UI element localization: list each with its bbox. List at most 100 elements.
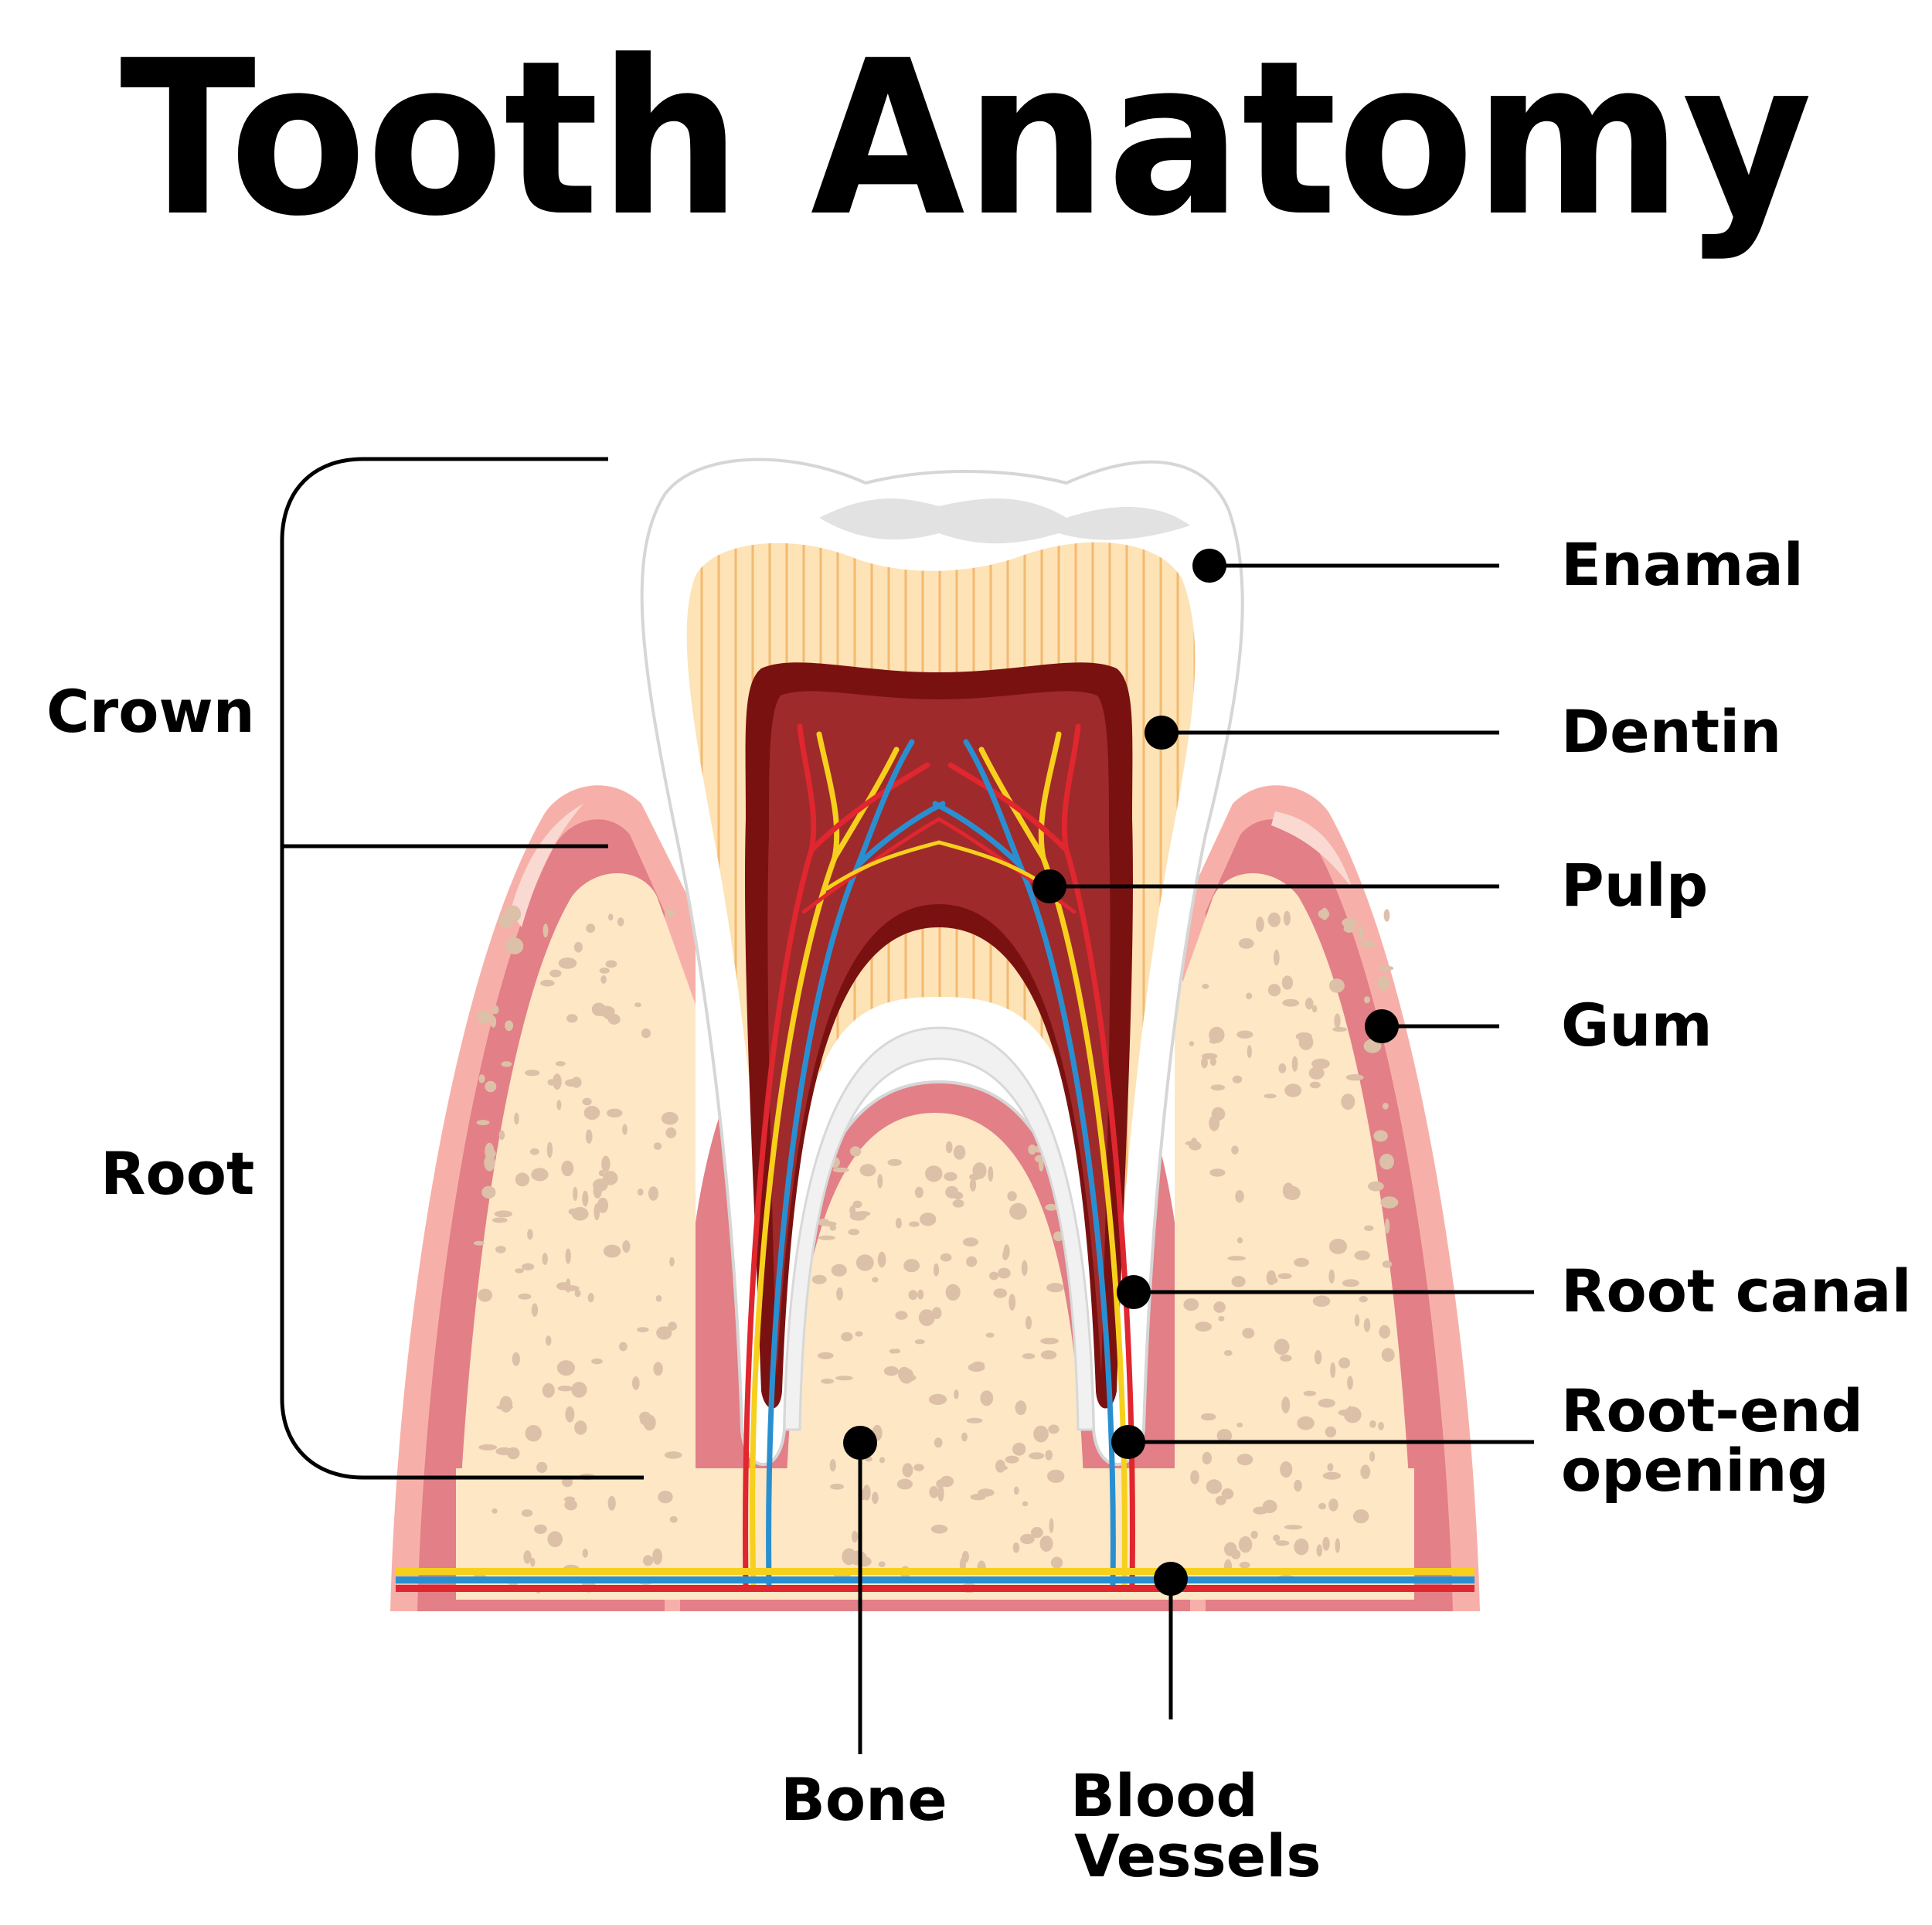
bone-pore (542, 1253, 548, 1265)
bone-pore (476, 1120, 490, 1126)
bone-pore (1201, 1413, 1216, 1421)
bone-pore (485, 1142, 495, 1160)
bone-pore (598, 1170, 605, 1177)
bone-pore (1273, 1534, 1281, 1542)
bone-pore (481, 1185, 496, 1199)
bone-pore (547, 1079, 556, 1086)
bone-pore (495, 1246, 506, 1253)
bone-pore (909, 1221, 920, 1227)
bone-pore (980, 1390, 994, 1406)
callout-dot (1145, 716, 1179, 750)
bone-pore (619, 1342, 628, 1352)
bone-pore (565, 1248, 571, 1264)
bone-pore (512, 1352, 520, 1366)
bone-pore (908, 1290, 918, 1301)
bone-pore (849, 1146, 862, 1157)
bone-pore (1238, 938, 1254, 949)
bone-pore (555, 1061, 566, 1066)
bone-pore (1246, 992, 1253, 1000)
bone-pore (622, 1240, 631, 1253)
bone-pore (1224, 1350, 1233, 1356)
bone-pore (605, 960, 617, 968)
bone-pore (1297, 1416, 1315, 1430)
bone-pore (1045, 1203, 1058, 1211)
bone-pore (490, 1015, 497, 1028)
bone-pore (598, 1178, 615, 1185)
bone-pore (1330, 1362, 1336, 1379)
bone-pore (607, 1495, 616, 1511)
bone-pore (1373, 1130, 1388, 1142)
bone-pore (1242, 1328, 1255, 1338)
bone-pore (855, 1254, 874, 1271)
bone-pore (1033, 1425, 1049, 1443)
bone-pore (836, 1287, 843, 1301)
bone-pore (966, 1256, 978, 1267)
bone-pore (1264, 1093, 1277, 1099)
bone-pore (665, 909, 675, 918)
bone-pore (1354, 1314, 1360, 1327)
bone-pore (945, 1185, 959, 1199)
bone-pore (669, 1257, 675, 1267)
bone-pore (582, 1190, 589, 1207)
bone-pore (1361, 940, 1376, 948)
bone-pore (985, 1332, 995, 1338)
bone-pore (1284, 1083, 1302, 1097)
bone-pore (1025, 1315, 1032, 1330)
bone-pore (534, 1524, 547, 1535)
artery-right (947, 723, 1135, 1587)
bone-pore (1049, 1518, 1054, 1533)
bone-pore (648, 1186, 658, 1201)
bone-pore (642, 1555, 654, 1566)
bone-pore (872, 1277, 879, 1283)
bone-pore (966, 1417, 983, 1423)
bone-pore (655, 1294, 662, 1302)
bone-pore (637, 1188, 644, 1196)
bone-pore (1028, 1144, 1037, 1155)
bone-pore (549, 969, 562, 978)
bone-pore (1382, 1103, 1389, 1110)
bone-pore (877, 1174, 883, 1189)
bone-pore (914, 1186, 923, 1199)
bone-pore (1281, 1396, 1291, 1413)
bone-pore (1190, 1470, 1199, 1485)
bone-pore (1377, 965, 1394, 971)
bone-pore (603, 1244, 621, 1258)
bone-pore (1369, 1420, 1376, 1428)
label-blood-vessels-line1: Blood (1070, 1761, 1258, 1830)
bone-pore (944, 1172, 957, 1182)
bone-pore (1031, 1527, 1043, 1539)
bone-pore (1040, 1338, 1059, 1345)
bone-pore (514, 1112, 519, 1125)
bone-pore (1236, 1454, 1253, 1466)
bone-pore (930, 1524, 948, 1534)
bone-pore (1291, 1056, 1298, 1072)
vein-left (766, 739, 946, 1587)
bone-pore (478, 1288, 492, 1302)
bone-pore (997, 1267, 1011, 1279)
bone-pore (545, 1335, 552, 1346)
bone-pore (556, 1360, 576, 1376)
bone-pore (1341, 1093, 1355, 1110)
bone-pore (1294, 1257, 1309, 1267)
bone-pore (818, 1218, 830, 1226)
bone-pore (1048, 1424, 1060, 1434)
bone-pore (835, 1376, 853, 1381)
bone-pore (1294, 1538, 1309, 1556)
bone-pore (531, 1168, 549, 1182)
bone-pore (1303, 1390, 1317, 1396)
bone-pore (862, 1485, 871, 1501)
bone-pore (1309, 1081, 1321, 1089)
callout-dot (1117, 1275, 1151, 1309)
bone-pore (582, 1549, 589, 1558)
bone-pore (1369, 1451, 1376, 1462)
bone-pore (1009, 1202, 1027, 1220)
bone-pore (925, 1165, 943, 1182)
bone-pore (1202, 1451, 1213, 1464)
bone-pore (1311, 1005, 1318, 1013)
bone-pore (1224, 1542, 1237, 1556)
bone-pore (1209, 1057, 1216, 1066)
label-enamel: Enamal (1561, 530, 1804, 599)
bone-pore (1314, 1350, 1322, 1365)
bone-pore (573, 1186, 578, 1201)
